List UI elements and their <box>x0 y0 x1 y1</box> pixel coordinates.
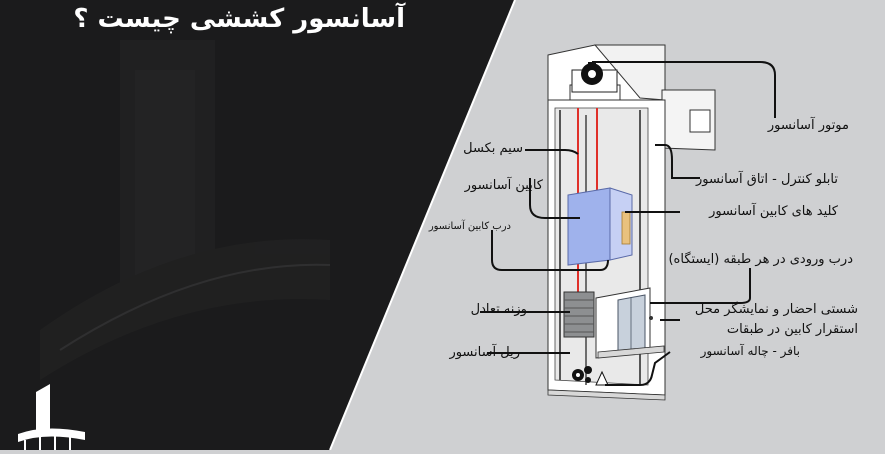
divider-line <box>329 0 516 451</box>
dark-panel <box>0 0 515 450</box>
buffer-icon <box>595 370 609 386</box>
cabin <box>567 187 633 266</box>
cabin-keypad <box>621 211 631 245</box>
label-cabin-door: درب کابین آسانسور <box>428 221 511 232</box>
floor-door <box>595 287 665 359</box>
counterweight <box>563 291 595 338</box>
leader-lines <box>480 61 776 386</box>
label-counterweight: وزنه تعادل <box>470 302 527 317</box>
label-hall-button-line1: شستی احضار و نمایشگر محل <box>694 302 858 317</box>
label-cabin-keys: کلید های کابین آسانسور <box>709 204 838 219</box>
page-title: آسانسور کششی چیست ؟ <box>73 4 405 34</box>
label-control-panel: تابلو کنترل - اتاق آسانسور <box>695 172 838 187</box>
gear-icon <box>572 366 592 383</box>
label-cabin: کابین آسانسور <box>464 178 543 193</box>
hall-button <box>649 316 653 320</box>
motor-icon <box>571 62 618 93</box>
label-motor: موتور آسانسور <box>767 118 849 133</box>
label-rail: ریل آسانسور <box>449 345 520 360</box>
building-silhouette <box>40 40 331 380</box>
label-cable: سیم بکسل <box>463 141 523 156</box>
logo-icon <box>18 384 85 450</box>
label-hall-button: شستی احضار و نمایشگر محل استقرار کابین د… <box>638 300 858 340</box>
label-buffer: بافر - چاله آسانسور <box>700 344 800 358</box>
label-hall-button-line2: استقرار کابین در طبقات <box>726 322 858 337</box>
label-floor-door: درب ورودی در هر طبقه (ایستگاه) <box>668 252 853 267</box>
